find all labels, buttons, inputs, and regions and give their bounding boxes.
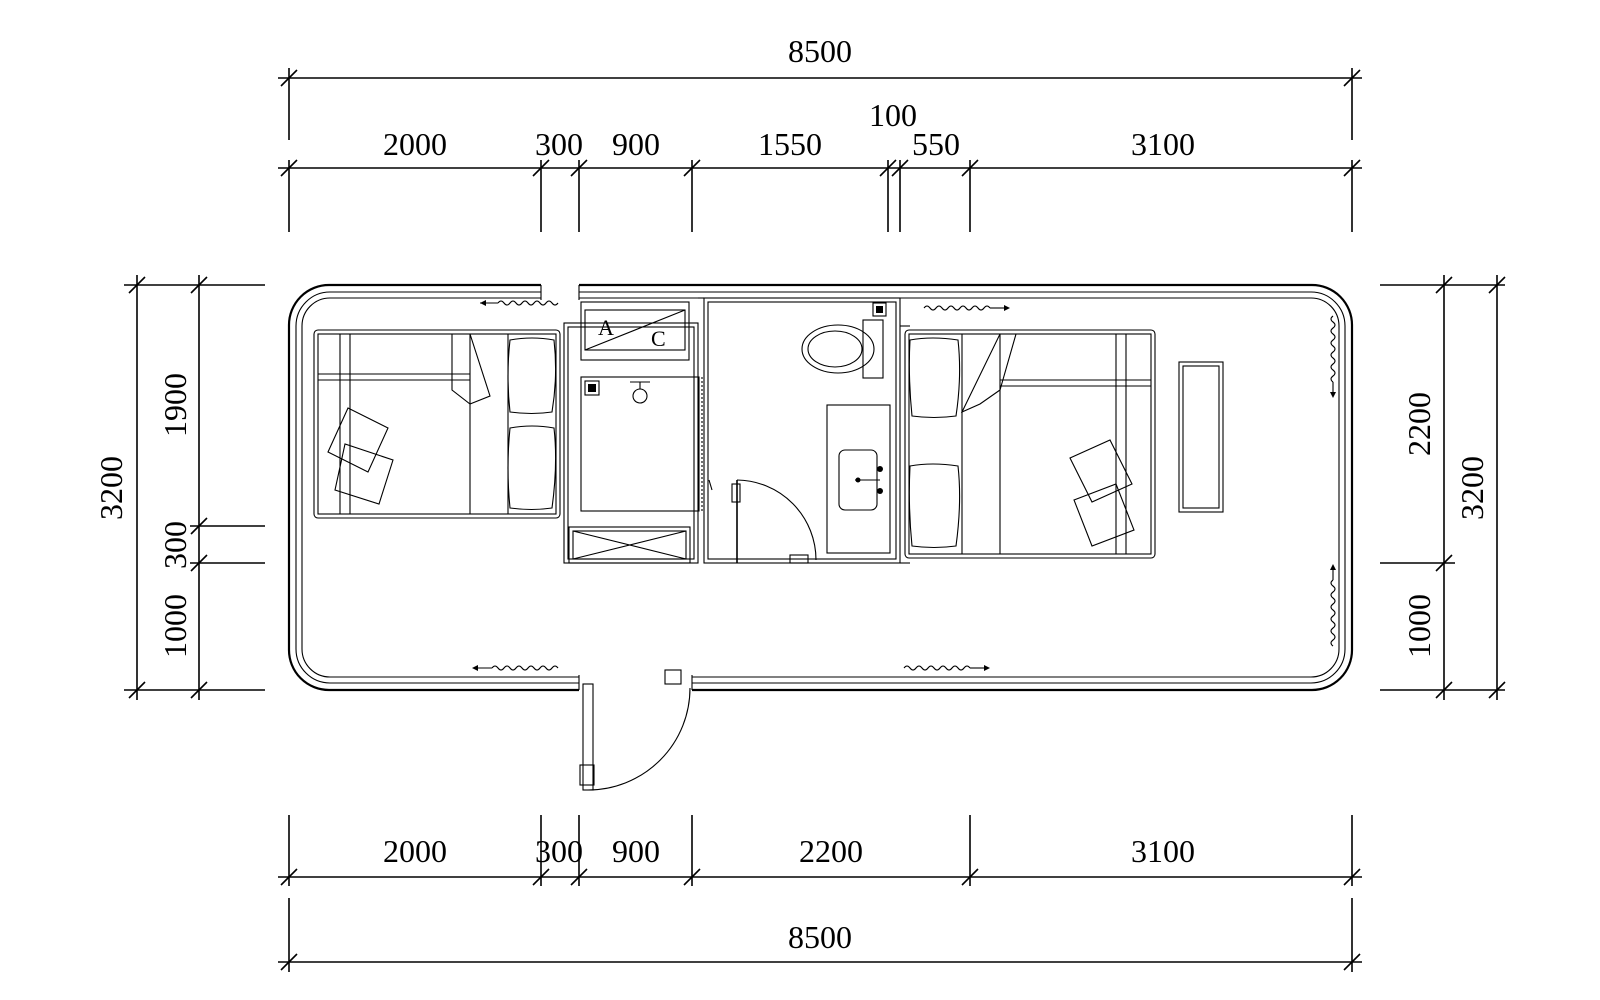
heating-indicators (472, 300, 1336, 671)
dim-top-segment: 100 (869, 97, 917, 133)
pillow (908, 337, 961, 419)
side-table (1178, 361, 1224, 513)
dimension-lines (124, 68, 1506, 972)
dim-top-segment: 2000 (383, 126, 447, 162)
dim-right-segment: 1000 (1401, 594, 1437, 658)
dim-left-overall: 3200 (93, 456, 129, 520)
pillow (908, 463, 961, 549)
dimension-labels: 8500 2000 300 900 1550 100 550 3100 2000… (93, 33, 1490, 955)
dim-bottom-segment: 2000 (383, 833, 447, 869)
dim-top-segment: 1550 (758, 126, 822, 162)
ac-label-c: C (651, 326, 666, 351)
dim-top-segment: 550 (912, 126, 960, 162)
ac-label-a: A (598, 315, 614, 340)
dim-bottom-segment: 900 (612, 833, 660, 869)
dim-top-overall: 8500 (788, 33, 852, 69)
ac-unit (580, 301, 690, 361)
dim-bottom-segment: 300 (535, 833, 583, 869)
dim-right-segment: 2200 (1401, 392, 1437, 456)
pillow (507, 425, 557, 511)
dim-bottom-segment: 2200 (799, 833, 863, 869)
entry-door (579, 669, 691, 791)
pillow (507, 337, 557, 415)
right-bed (904, 329, 1156, 559)
dim-top-segment: 300 (535, 126, 583, 162)
cabinet (568, 526, 691, 564)
shower (580, 376, 700, 512)
dim-left-segment: 1900 (157, 373, 193, 437)
dim-bottom-overall: 8500 (788, 919, 852, 955)
left-bed (313, 329, 561, 519)
dim-top-segment: 900 (612, 126, 660, 162)
dim-left-segment: 1000 (157, 594, 193, 658)
vanity-sink (826, 404, 891, 554)
bathroom-door (708, 479, 817, 564)
dim-right-overall: 3200 (1454, 456, 1490, 520)
dim-top-segment: 3100 (1131, 126, 1195, 162)
building-shell (287, 281, 1354, 697)
central-core: A C (563, 297, 910, 564)
dim-left-segment: 300 (157, 521, 193, 569)
dim-bottom-segment: 3100 (1131, 833, 1195, 869)
toilet (801, 302, 887, 379)
